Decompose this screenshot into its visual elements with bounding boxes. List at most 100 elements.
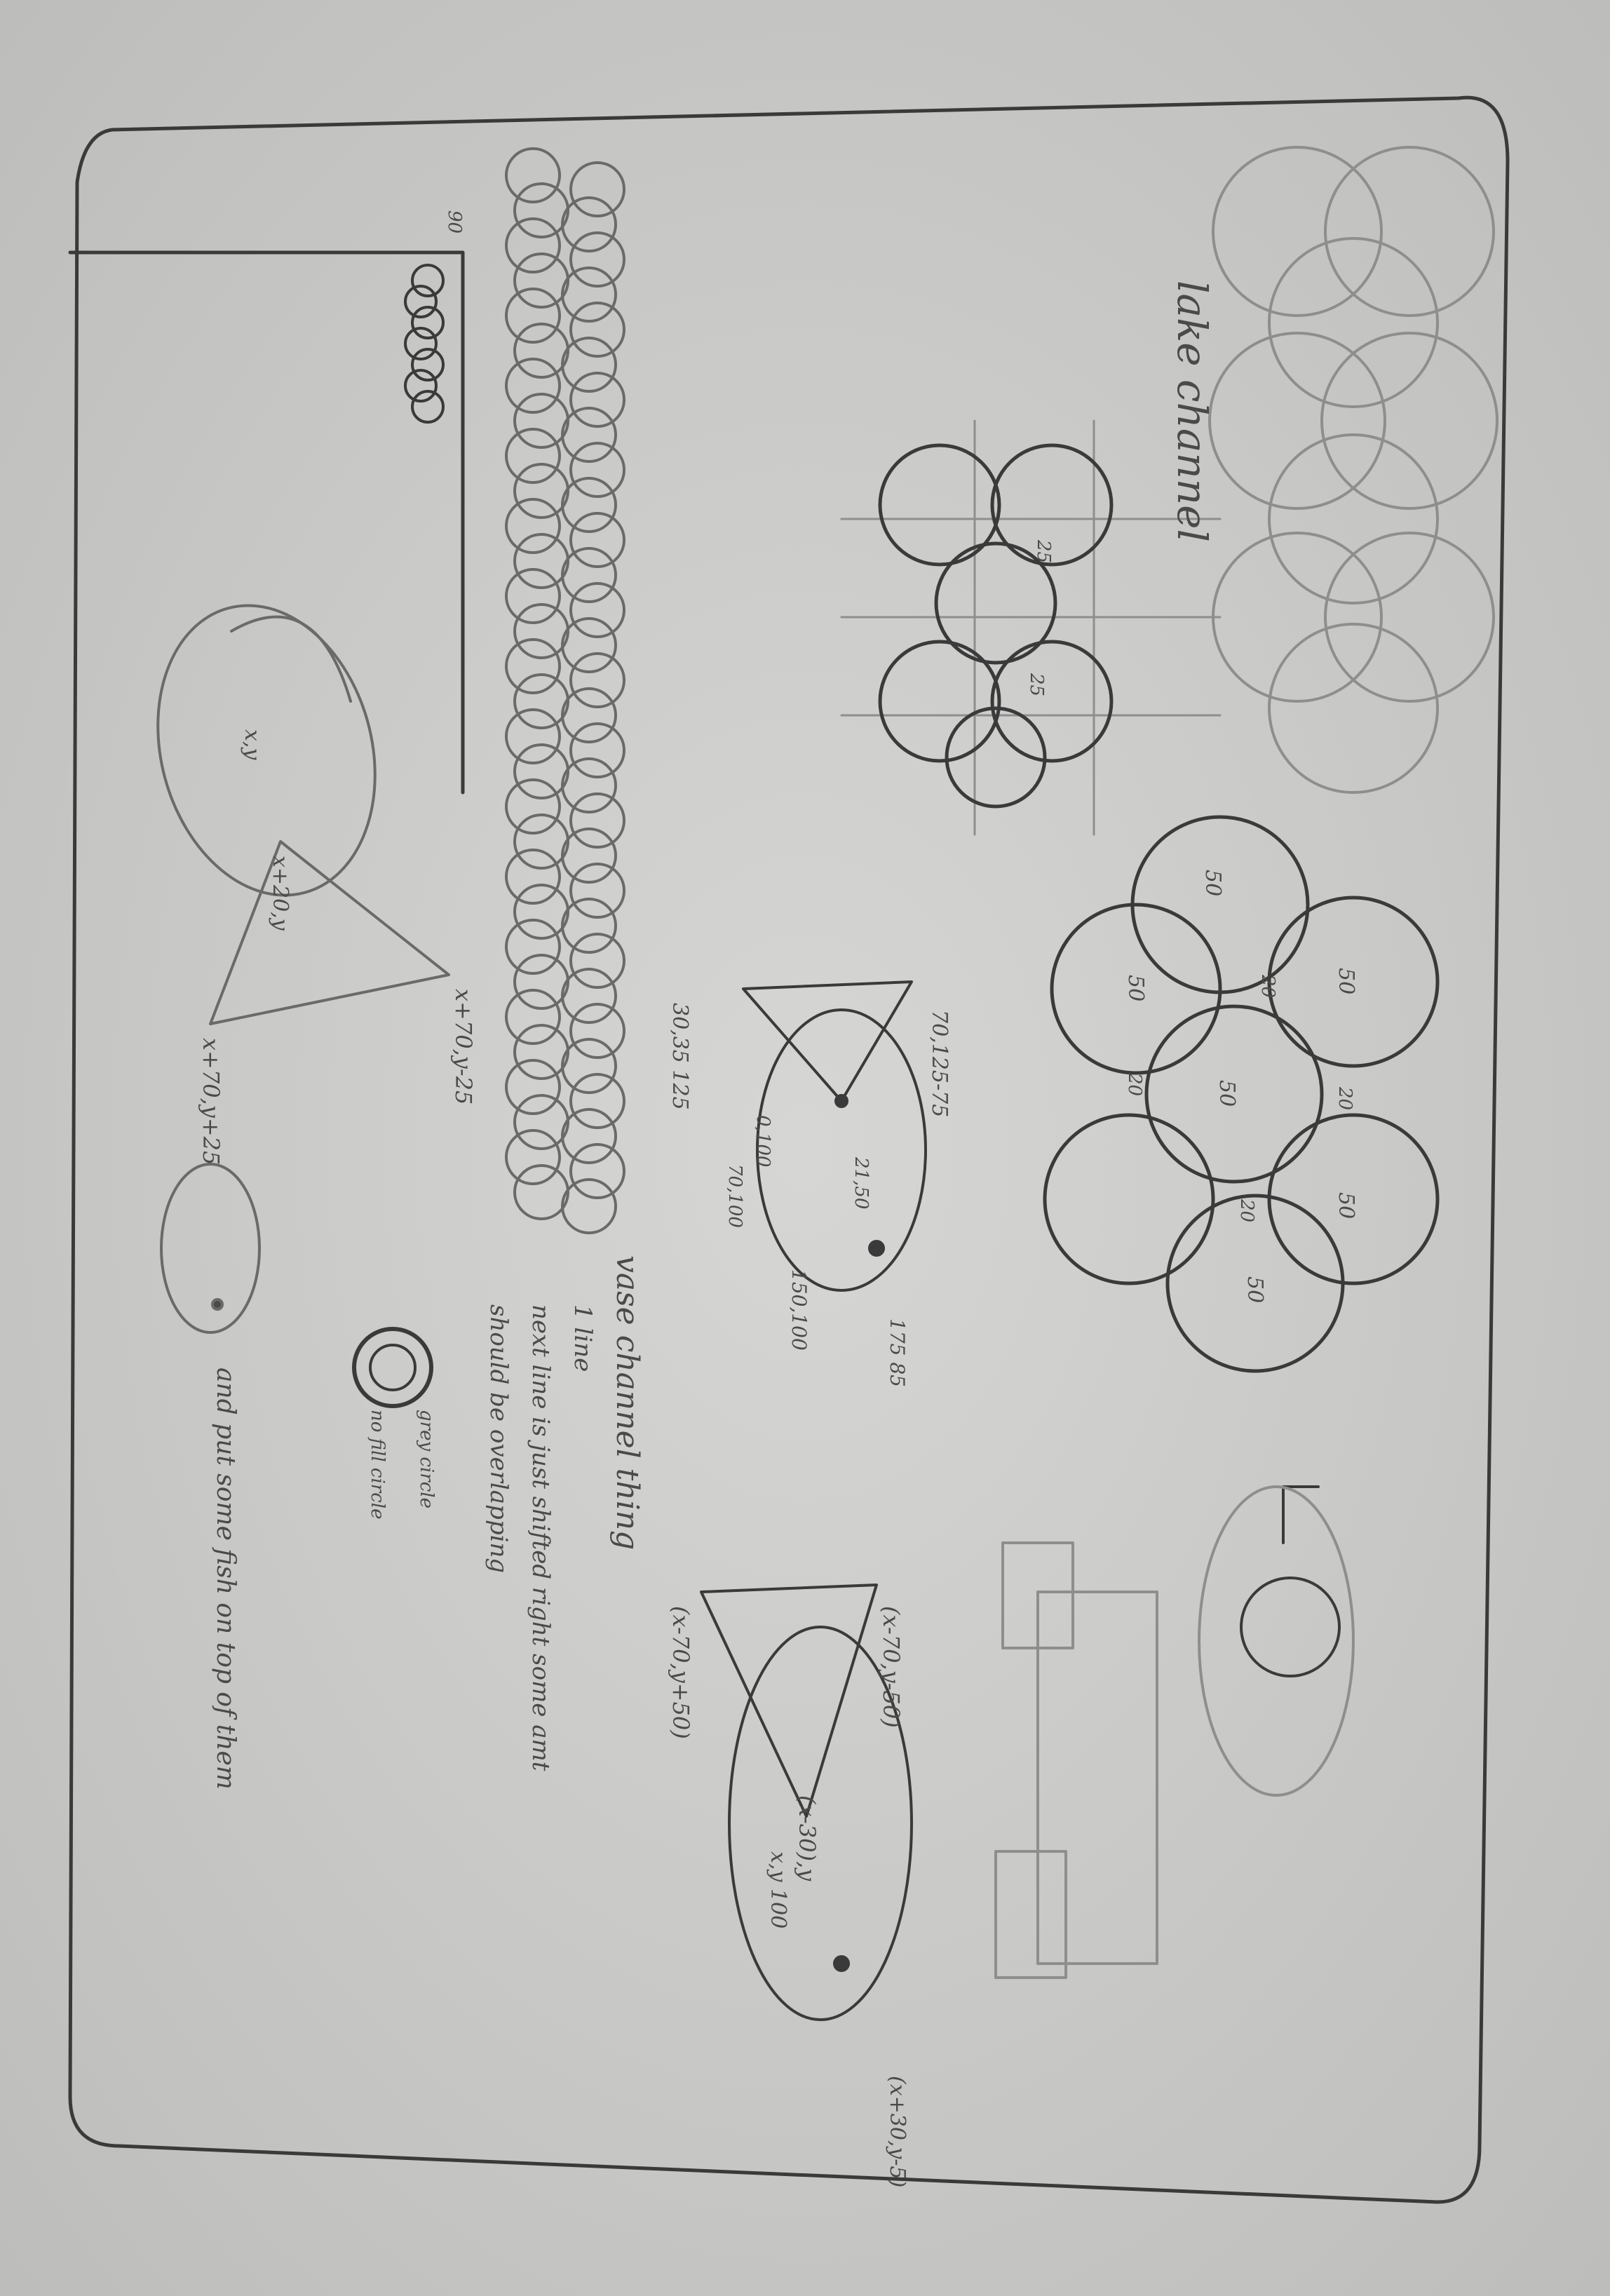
chain-circle (513, 673, 569, 729)
vase-point-2: 0,100 (752, 1115, 773, 1167)
handwritten-labels: lake channel 25 25 50 50 50 50 50 50 20 … (198, 210, 1358, 2187)
fish2-tail-mid-label: (x-30),y (794, 1795, 820, 1882)
chain-circle (561, 477, 617, 533)
pot-outline (68, 250, 465, 795)
label-50-2: 50 (1334, 968, 1358, 994)
one-line-label: 1 line (569, 1304, 597, 1372)
label-25-a: 25 (1033, 539, 1054, 563)
chain-circle (561, 968, 617, 1024)
frame-border (68, 95, 1510, 2204)
chain-circle (505, 1129, 561, 1185)
chain-circle (505, 849, 561, 905)
chain-circle (513, 1024, 569, 1080)
small-circle-row (404, 264, 445, 424)
label-50-3: 50 (1123, 975, 1148, 1001)
chain-circle (505, 919, 561, 975)
chain-circle (561, 266, 617, 323)
no-fill-circle-label: no fill circle (367, 1410, 388, 1519)
overlapping-label: should be overlapping (485, 1304, 513, 1573)
grid-lines (840, 419, 1222, 836)
fish-on-top-label: and put some fish on top of them (211, 1368, 240, 1790)
chain-circle (513, 393, 569, 449)
chain-circle (569, 652, 625, 708)
chain-circle (569, 792, 625, 849)
chain-circle (561, 757, 617, 813)
fish2-tail-bottom-label: (x-70,y-50) (878, 1606, 905, 1728)
label-50-1: 50 (1200, 870, 1225, 896)
circle-chain (505, 147, 625, 1234)
chain-circle (561, 1038, 617, 1094)
chain-circle (561, 1178, 617, 1234)
chain-circle (505, 498, 561, 554)
fish2-center-label: x,y 100 (766, 1851, 790, 1929)
chain-circle (569, 161, 625, 217)
label-50-6: 50 (1243, 1276, 1267, 1303)
next-line-label: next line is just shifted right some amt (527, 1304, 555, 1771)
chain-circle (513, 252, 569, 309)
vase-point-3: 70,100 (724, 1164, 745, 1228)
label-50-4: 50 (1215, 1080, 1239, 1107)
chain-circle (561, 828, 617, 884)
chain-circle (505, 217, 561, 274)
chain-circle (505, 989, 561, 1045)
fish-sketch-right (700, 1583, 913, 2021)
chain-circle (561, 1108, 617, 1164)
label-50-5: 50 (1334, 1192, 1358, 1219)
chain-circle (561, 337, 617, 393)
chain-circle (513, 323, 569, 379)
chain-circle (569, 1003, 625, 1059)
chain-circle (513, 1094, 569, 1150)
chain-circle (569, 1143, 625, 1199)
chain-circle (561, 617, 617, 673)
labeled-circle-cluster (1043, 815, 1440, 1373)
label-25-b: 25 (1026, 673, 1047, 696)
chain-circle (513, 743, 569, 799)
chain-circle (505, 1059, 561, 1115)
chain-circle (569, 722, 625, 778)
chain-circle (569, 512, 625, 568)
chain-circle (561, 196, 617, 252)
chain-circle (561, 898, 617, 954)
fish-tail-mid-label: x+20,y (268, 856, 292, 931)
chain-circle (569, 302, 625, 358)
fish-sketch-small (160, 1163, 261, 1334)
chain-circle (569, 1073, 625, 1129)
chain-circle (569, 582, 625, 638)
chain-circle (505, 358, 561, 414)
chain-circle (569, 372, 625, 428)
vase-point-1: 30,35 125 (668, 1003, 692, 1110)
chain-circle (513, 1164, 569, 1220)
chain-circle (569, 231, 625, 288)
ring-circles (352, 1327, 433, 1408)
vase-point-5: 21,50 (851, 1156, 872, 1209)
chain-circle (513, 463, 569, 519)
chain-circle (505, 568, 561, 624)
vase-point-4: 70,125-75 (927, 1010, 952, 1117)
chain-circle (505, 288, 561, 344)
chain-circle (569, 442, 625, 498)
label-20-4: 20 (1236, 1198, 1257, 1222)
chain-circle (569, 933, 625, 989)
dark-circle-cluster (878, 443, 1114, 809)
chain-circle (569, 863, 625, 919)
vase-sketch (742, 980, 927, 1292)
vase-point-6: 150,100 (787, 1269, 811, 1351)
light-circle-cluster (1208, 146, 1499, 794)
fish-sketch-left (156, 604, 450, 1025)
chain-circle (513, 954, 569, 1010)
chain-circle (505, 638, 561, 694)
chain-circle (513, 813, 569, 870)
vase-point-7: 175 85 (886, 1318, 909, 1387)
chain-circle (505, 778, 561, 835)
vase-channel-label: vase channel thing (609, 1255, 645, 1550)
chain-circle (505, 147, 561, 203)
tank-sketch (994, 1485, 1355, 1979)
chain-circle (561, 687, 617, 743)
pot-label: 90 (444, 210, 465, 234)
chain-circle (505, 708, 561, 764)
fish-tail-bottom-label: x+70,y+25 (198, 1038, 224, 1165)
label-20-2: 20 (1334, 1086, 1355, 1110)
chain-circle (513, 884, 569, 940)
